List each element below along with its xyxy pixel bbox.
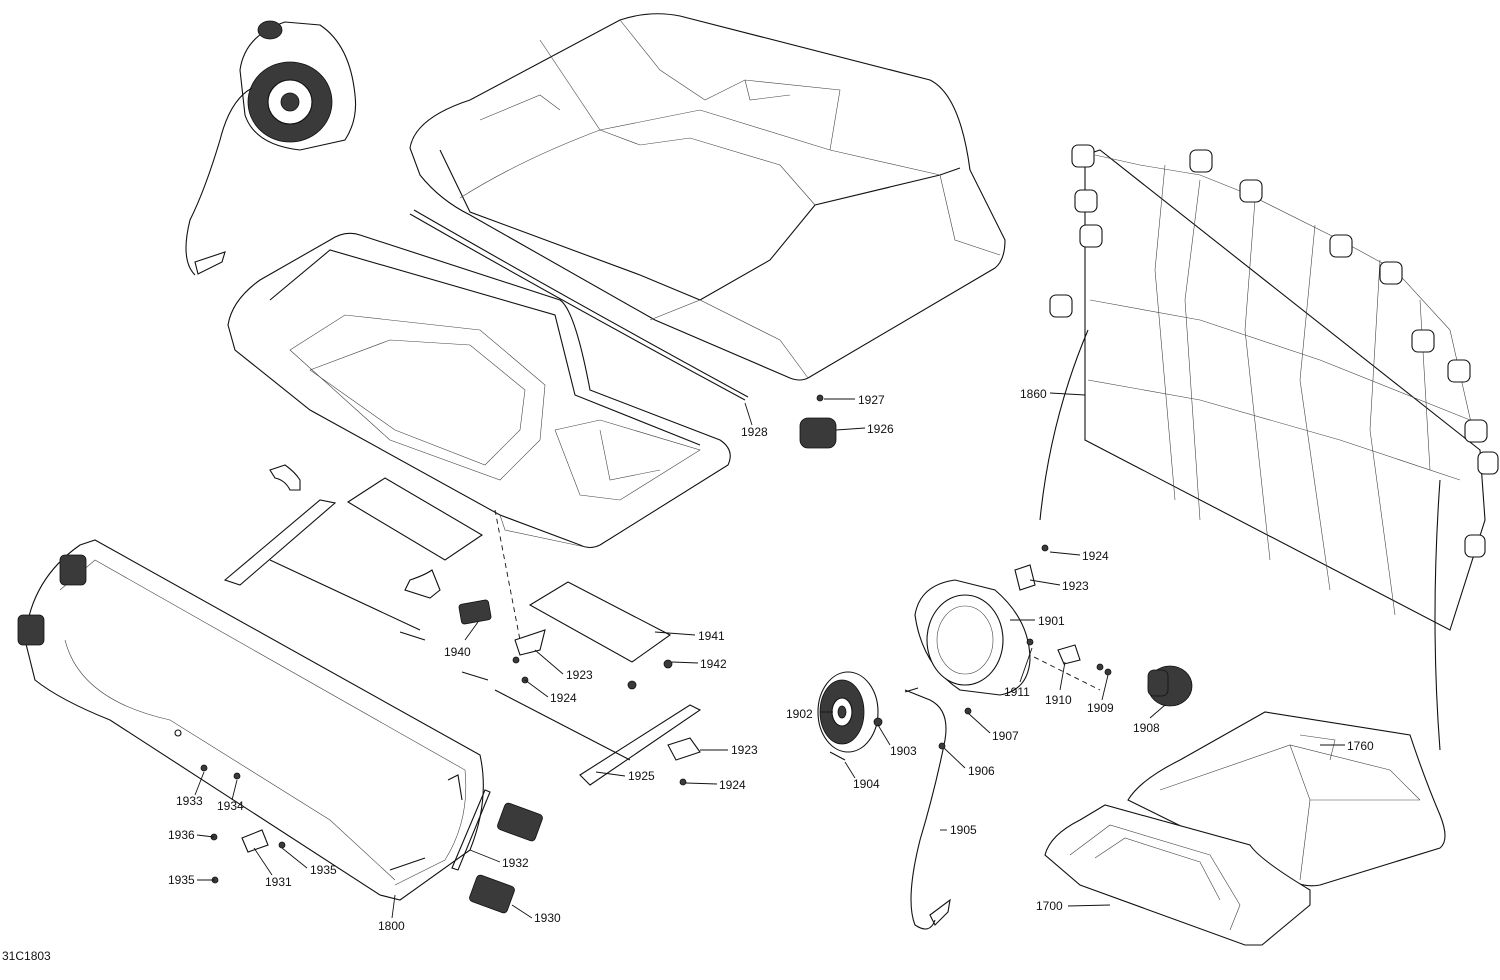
seal-strip: [409, 213, 746, 401]
callout-label: 1924: [550, 691, 577, 705]
callout-label: 1909: [1087, 701, 1114, 715]
speaker-enclosure-left: [185, 20, 357, 276]
callout-label: 1911: [1004, 685, 1030, 699]
callout-label: 1932: [502, 856, 529, 870]
callout-label: 1860: [1020, 387, 1047, 401]
callout-label: 1925: [628, 769, 655, 783]
callout-label: 1933: [176, 794, 203, 808]
speaker-1902: [817, 671, 879, 753]
speaker-enclosure-right: [914, 564, 1036, 696]
callout-label: 1923: [731, 743, 758, 757]
front-storage-panel: [17, 539, 484, 901]
rear-tray: [227, 232, 731, 549]
callout-label: 1930: [534, 911, 561, 925]
callout-label: 1942: [700, 657, 727, 671]
strip-upper: [223, 499, 337, 586]
callout-label: 1902: [786, 707, 813, 721]
access-cover-left: [346, 477, 484, 561]
callout-label: 1926: [867, 422, 894, 436]
callout-label: 1905: [950, 823, 977, 837]
callout-label: 1760: [1347, 739, 1374, 753]
callout-label: 1923: [1062, 579, 1089, 593]
callout-label: 1924: [719, 778, 746, 792]
tray-1700: [1044, 804, 1311, 946]
callout-label: 1936: [168, 828, 195, 842]
callout-label: 1928: [741, 425, 768, 439]
callout-label: 1923: [566, 668, 593, 682]
callout-label: 1934: [217, 799, 244, 813]
callout-label: 1924: [1082, 549, 1109, 563]
callout-label: 1904: [853, 777, 880, 791]
leader-lines: [194, 392, 1345, 919]
callout-label: 1931: [265, 875, 292, 889]
rear-net-panel: [1039, 144, 1499, 751]
callout-label: 1700: [1036, 899, 1063, 913]
callout-label: 1941: [698, 629, 725, 643]
callout-label: 1910: [1045, 693, 1072, 707]
access-cover-right: [528, 581, 672, 663]
roof-panel: [409, 13, 1006, 381]
wire-harness: [904, 689, 947, 930]
callout-label: 1903: [890, 744, 917, 758]
callout-label: 1906: [968, 764, 995, 778]
callout-label: 1908: [1133, 721, 1160, 735]
callout-label: 1927: [858, 393, 885, 407]
callout-label: 1901: [1038, 614, 1065, 628]
callout-label: 1800: [378, 919, 405, 933]
callout-label: 1935: [310, 863, 337, 877]
callout-labels: 1927 1926 1928 1860 1924 1923 1901 1941 …: [2, 387, 1374, 963]
callout-label: 1935: [168, 873, 195, 887]
callout-label: 1940: [444, 645, 471, 659]
strip-lower: [579, 704, 702, 786]
cover-1760: [1127, 711, 1446, 887]
diagram-code: 31C1803: [2, 949, 51, 963]
callout-label: 1907: [992, 729, 1019, 743]
